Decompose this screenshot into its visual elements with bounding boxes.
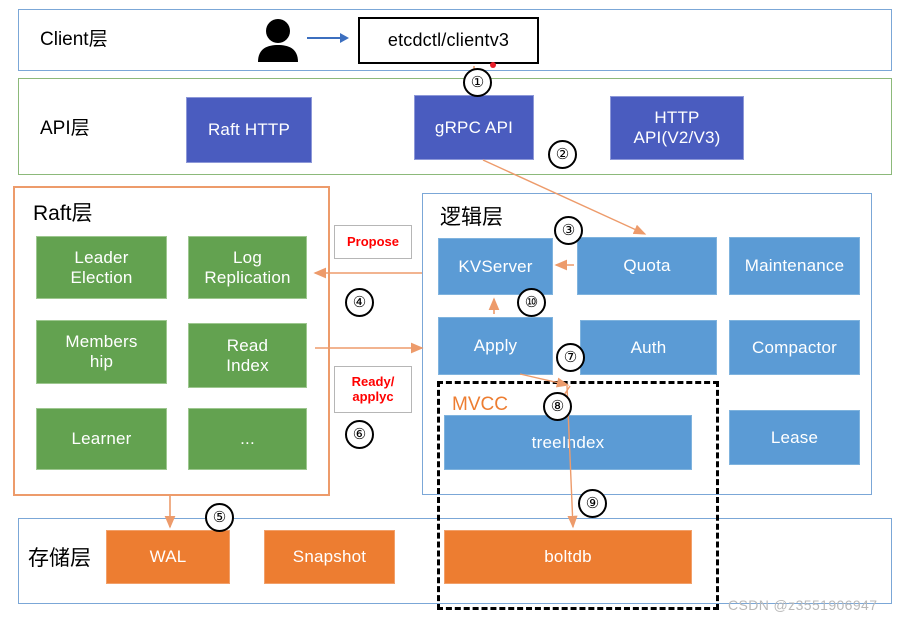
step-marker-7: ⑦	[556, 343, 585, 372]
logic-box-maintenance[interactable]: Maintenance	[729, 237, 860, 295]
storage-box-boltdb[interactable]: boltdb	[444, 530, 692, 584]
logic-box-apply[interactable]: Apply	[438, 317, 553, 375]
client-node-etcdctl[interactable]: etcdctl/clientv3	[358, 17, 539, 64]
mvcc-group-boundary	[437, 381, 719, 610]
step-marker-10: ⑩	[517, 288, 546, 317]
raft-box-read-index[interactable]: Read Index	[188, 323, 307, 388]
edge-label-ready-applyc: Ready/ applyc	[334, 366, 412, 413]
logic-box-quota[interactable]: Quota	[577, 237, 717, 295]
arrow-right-icon	[307, 30, 349, 46]
raft-box-learner[interactable]: Learner	[36, 408, 167, 470]
storage-box-wal[interactable]: WAL	[106, 530, 230, 584]
logic-box-auth[interactable]: Auth	[580, 320, 717, 375]
storage-box-snapshot[interactable]: Snapshot	[264, 530, 395, 584]
person-icon	[255, 18, 301, 62]
layer-api-title: API层	[40, 118, 90, 139]
logic-box-lease[interactable]: Lease	[729, 410, 860, 465]
edge-label-propose: Propose	[334, 225, 412, 259]
raft-box-ellipsis[interactable]: ...	[188, 408, 307, 470]
step-marker-5: ⑤	[205, 503, 234, 532]
red-dot-marker	[490, 62, 496, 68]
step-marker-1: ①	[463, 68, 492, 97]
api-box-http-api[interactable]: HTTP API(V2/V3)	[610, 96, 744, 160]
layer-raft-title: Raft层	[33, 202, 93, 225]
layer-storage-title: 存储层	[28, 547, 91, 570]
raft-box-leader-election[interactable]: Leader Election	[36, 236, 167, 299]
step-marker-6: ⑥	[345, 420, 374, 449]
api-box-grpc-api[interactable]: gRPC API	[414, 95, 534, 160]
layer-logic-title: 逻辑层	[440, 206, 503, 229]
watermark-text: CSDN @z3551906947	[728, 597, 878, 613]
step-marker-9: ⑨	[578, 489, 607, 518]
step-marker-2: ②	[548, 140, 577, 169]
layer-client-title: Client层	[40, 29, 108, 50]
step-marker-3: ③	[554, 216, 583, 245]
logic-box-compactor[interactable]: Compactor	[729, 320, 860, 375]
logic-box-kvserver[interactable]: KVServer	[438, 238, 553, 295]
step-marker-4: ④	[345, 288, 374, 317]
raft-box-membership[interactable]: Members hip	[36, 320, 167, 384]
api-box-raft-http[interactable]: Raft HTTP	[186, 97, 312, 163]
mvcc-group-label: MVCC	[452, 394, 508, 415]
step-marker-8: ⑧	[543, 392, 572, 421]
raft-box-log-replication[interactable]: Log Replication	[188, 236, 307, 299]
